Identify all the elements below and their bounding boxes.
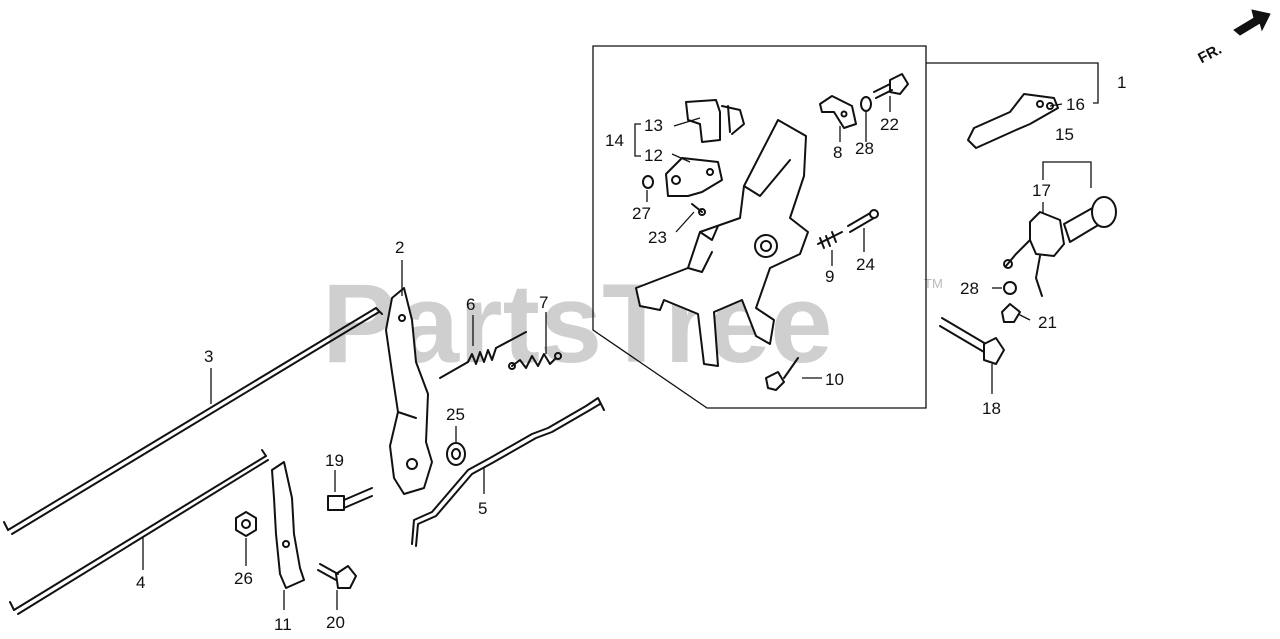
part-16-plate bbox=[967, 93, 1059, 149]
part-27-washer bbox=[642, 175, 654, 189]
watermark-trademark: TM bbox=[924, 276, 943, 291]
callout-28-lower: 28 bbox=[960, 279, 979, 298]
part-13-slider bbox=[685, 99, 745, 143]
part-22-bolt bbox=[873, 73, 909, 99]
callout-2: 2 bbox=[395, 238, 404, 257]
part-28-washer-lower bbox=[1003, 281, 1017, 295]
part-19-bolt bbox=[327, 487, 373, 511]
callout-bracket-1 bbox=[926, 62, 1099, 104]
callout-19: 19 bbox=[325, 451, 344, 470]
callout-18: 18 bbox=[982, 399, 1001, 418]
part-15-knob bbox=[1063, 196, 1117, 243]
part-9-spring-pin bbox=[817, 231, 843, 249]
part-20-bolt bbox=[317, 563, 357, 589]
front-arrow-icon bbox=[1233, 9, 1271, 36]
callout-bracket-14 bbox=[634, 123, 641, 157]
callout-11: 11 bbox=[274, 615, 292, 634]
callout-3: 3 bbox=[204, 347, 213, 366]
callout-17: 17 bbox=[1032, 181, 1051, 200]
part-3-rod bbox=[3, 307, 383, 535]
part-11-lever bbox=[271, 461, 305, 589]
callout-22: 22 bbox=[880, 115, 899, 134]
control-bracket bbox=[635, 119, 809, 367]
callout-21: 21 bbox=[1038, 313, 1057, 332]
part-25-nut bbox=[446, 442, 466, 466]
part-6-spring bbox=[439, 331, 527, 379]
part-2-arm bbox=[385, 287, 433, 495]
callout-14: 14 bbox=[605, 131, 624, 150]
callout-4: 4 bbox=[136, 573, 145, 592]
callout-12: 12 bbox=[644, 146, 663, 165]
callout-6: 6 bbox=[466, 295, 475, 314]
callout-1: 1 bbox=[1117, 73, 1126, 92]
part-18-bolt bbox=[939, 317, 1005, 365]
part-5-rod bbox=[411, 397, 605, 547]
leader-lines bbox=[142, 96, 1063, 610]
callout-9: 9 bbox=[825, 267, 834, 286]
part-26-nut bbox=[235, 511, 257, 537]
part-8-clip bbox=[819, 95, 857, 129]
assembly-outline bbox=[592, 45, 927, 409]
part-28-washer-upper bbox=[860, 96, 872, 112]
part-21-screw bbox=[1001, 303, 1021, 323]
part-23-screw bbox=[691, 203, 706, 216]
callout-8: 8 bbox=[833, 143, 842, 162]
part-10-screw bbox=[765, 357, 799, 391]
callout-10: 10 bbox=[825, 370, 844, 389]
callout-25: 25 bbox=[446, 405, 465, 424]
part-12-plate bbox=[665, 157, 723, 197]
callout-27: 27 bbox=[632, 204, 651, 223]
callout-26: 26 bbox=[234, 569, 253, 588]
part-17-switch bbox=[1003, 211, 1065, 297]
callout-labels: 1 2 3 4 5 6 7 8 9 10 11 12 13 14 15 16 1… bbox=[136, 73, 1126, 634]
callout-16: 16 bbox=[1066, 95, 1085, 114]
callout-20: 20 bbox=[326, 613, 345, 632]
callout-23: 23 bbox=[648, 228, 667, 247]
callout-7: 7 bbox=[539, 293, 548, 312]
part-24-bolt bbox=[847, 209, 879, 233]
front-direction-indicator: FR. bbox=[1195, 9, 1271, 67]
callout-bracket-15 bbox=[1042, 161, 1092, 188]
callout-5: 5 bbox=[478, 499, 487, 518]
callout-15: 15 bbox=[1055, 125, 1074, 144]
part-7-spring bbox=[508, 352, 562, 370]
front-label: FR. bbox=[1195, 41, 1224, 67]
callout-13: 13 bbox=[644, 116, 663, 135]
callout-28-upper: 28 bbox=[855, 139, 874, 158]
callout-24: 24 bbox=[856, 255, 875, 274]
